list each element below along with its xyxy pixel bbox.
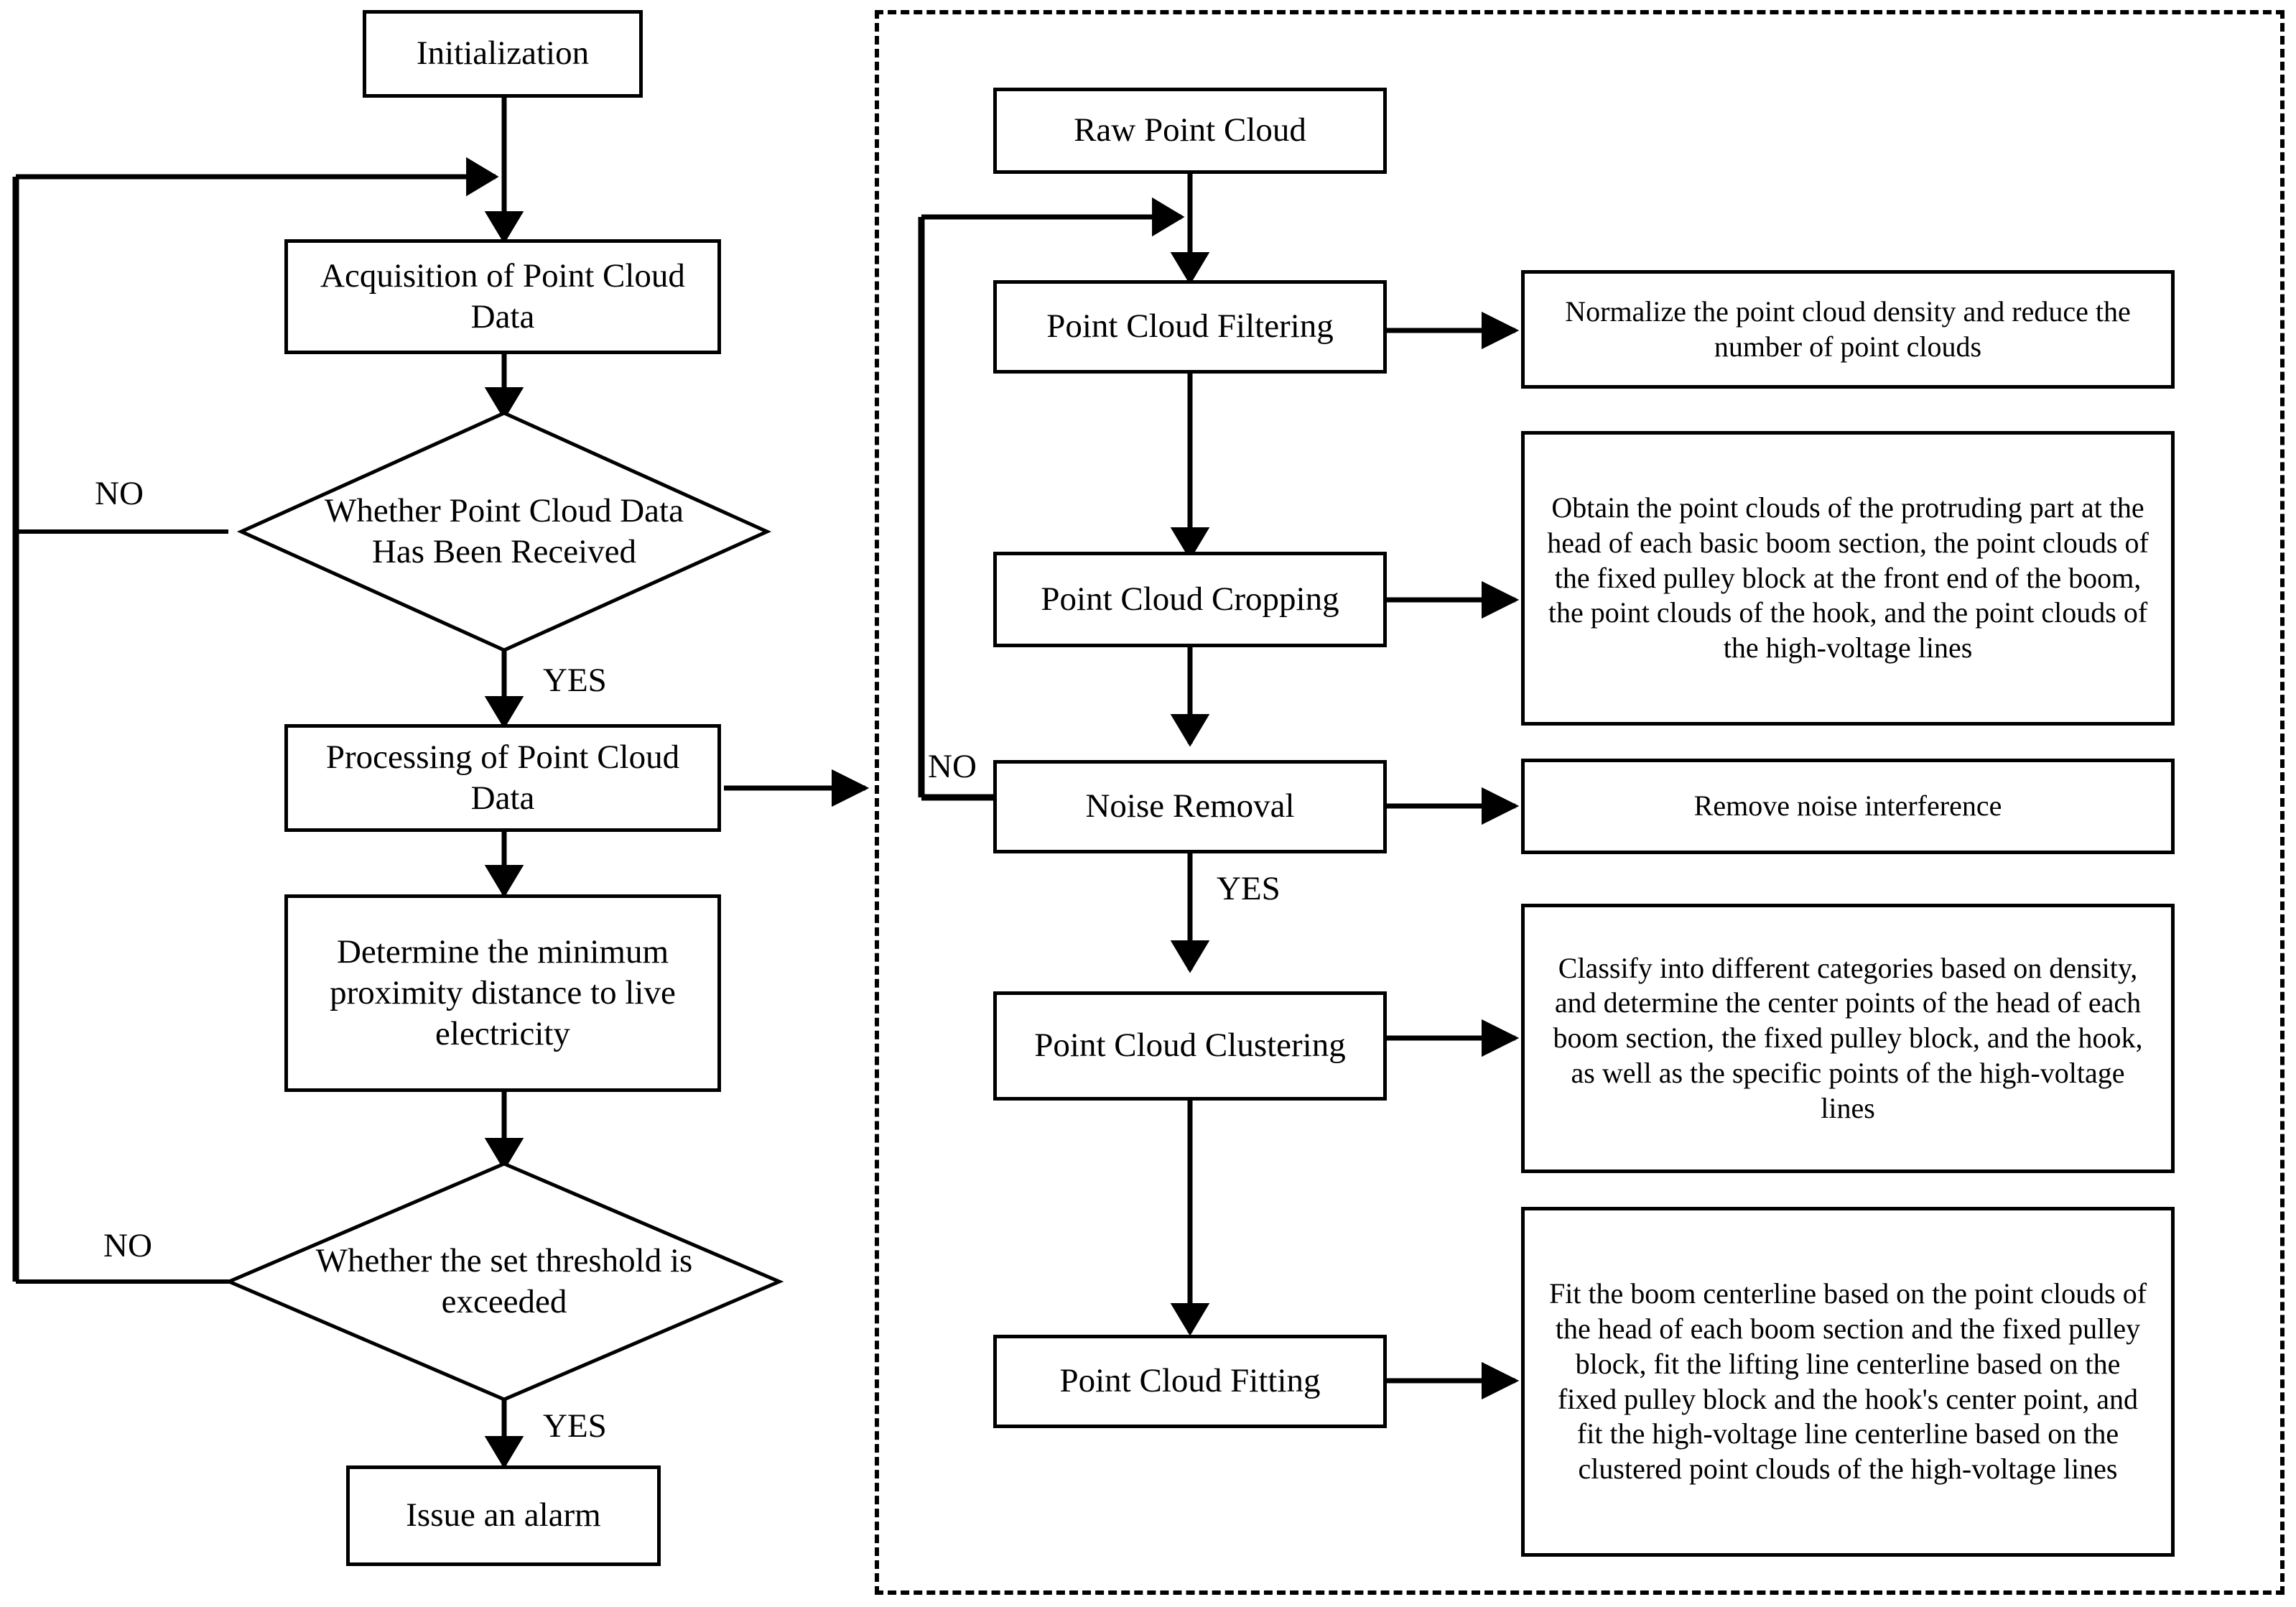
node-label: Issue an alarm: [406, 1496, 601, 1534]
node-label: Whether the set threshold is exceeded: [315, 1241, 693, 1320]
node-acquisition-of-point-cloud-data[interactable]: Acquisition of Point Cloud Data: [284, 239, 721, 354]
edge-label-threshold-yes: YES: [540, 1407, 610, 1445]
description-point-cloud-clustering: Classify into different categories based…: [1521, 904, 2175, 1173]
node-whether-set-threshold-is-exceeded[interactable]: Whether the set threshold is exceeded: [229, 1164, 779, 1399]
decision-shape-received: [236, 411, 772, 652]
description-point-cloud-filtering: Normalize the point cloud density and re…: [1521, 270, 2175, 389]
node-processing-of-point-cloud-data[interactable]: Processing of Point Cloud Data: [284, 724, 721, 832]
node-initialization[interactable]: Initialization: [363, 10, 643, 98]
node-raw-point-cloud[interactable]: Raw Point Cloud: [993, 88, 1387, 174]
node-label: Acquisition of Point Cloud Data: [320, 256, 685, 335]
node-point-cloud-cropping[interactable]: Point Cloud Cropping: [993, 552, 1387, 647]
node-label: Processing of Point Cloud Data: [325, 738, 680, 817]
description-point-cloud-fitting: Fit the boom centerline based on the poi…: [1521, 1207, 2175, 1557]
node-issue-an-alarm[interactable]: Issue an alarm: [346, 1465, 661, 1566]
node-whether-point-cloud-data-has-been-received[interactable]: Whether Point Cloud Data Has Been Receiv…: [241, 413, 767, 650]
edge-label-noise-no: NO: [925, 747, 980, 786]
node-label: Determine the minimum proximity distance…: [330, 932, 676, 1053]
description-noise-removal: Remove noise interference: [1521, 759, 2175, 854]
description-text: Classify into different categories based…: [1553, 951, 2143, 1124]
node-label: Noise Removal: [1085, 787, 1295, 825]
node-label: Raw Point Cloud: [1074, 111, 1306, 149]
description-text: Fit the boom centerline based on the poi…: [1548, 1277, 2147, 1486]
node-determine-minimum-proximity-distance[interactable]: Determine the minimum proximity distance…: [284, 894, 721, 1092]
description-text: Obtain the point clouds of the protrudin…: [1547, 491, 2149, 664]
node-label: Point Cloud Cropping: [1041, 580, 1339, 618]
node-point-cloud-fitting[interactable]: Point Cloud Fitting: [993, 1335, 1387, 1428]
node-label: Whether Point Cloud Data Has Been Receiv…: [325, 491, 684, 570]
edge-label-threshold-no: NO: [101, 1226, 155, 1265]
edge-label-received-no: NO: [92, 474, 147, 513]
node-noise-removal[interactable]: Noise Removal: [993, 760, 1387, 853]
node-label: Initialization: [416, 34, 590, 73]
node-label: Point Cloud Clustering: [1034, 1027, 1346, 1065]
decision-shape-threshold: [224, 1162, 784, 1402]
description-text: Remove noise interference: [1693, 789, 2002, 823]
description-text: Normalize the point cloud density and re…: [1565, 295, 2131, 363]
node-label: Point Cloud Filtering: [1046, 307, 1334, 346]
description-point-cloud-cropping: Obtain the point clouds of the protrudin…: [1521, 431, 2175, 726]
point-cloud-processing-panel: [875, 10, 2285, 1595]
edge-label-noise-yes: YES: [1214, 869, 1283, 908]
node-label: Point Cloud Fitting: [1059, 1362, 1321, 1400]
node-point-cloud-filtering[interactable]: Point Cloud Filtering: [993, 280, 1387, 374]
node-point-cloud-clustering[interactable]: Point Cloud Clustering: [993, 991, 1387, 1101]
edge-label-received-yes: YES: [540, 661, 610, 700]
